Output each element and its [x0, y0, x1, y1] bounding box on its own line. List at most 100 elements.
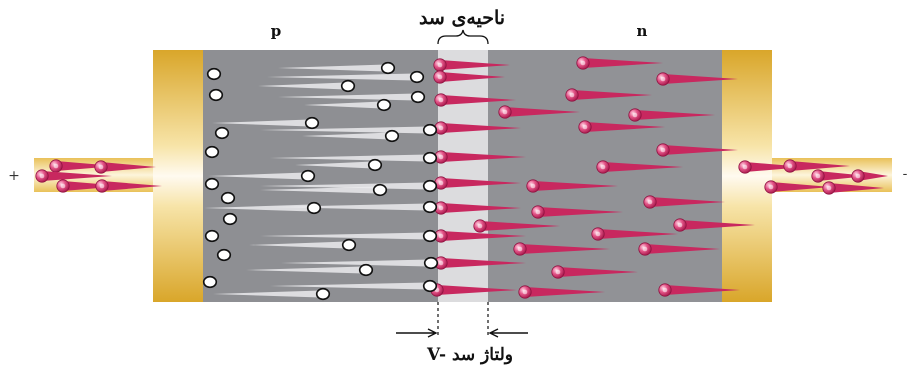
hole: [422, 279, 438, 293]
electron-trail: [663, 74, 738, 84]
hole: [422, 200, 438, 214]
electron-trail: [635, 110, 715, 120]
electron-trail: [538, 207, 623, 217]
voltage-symbol: V-: [426, 345, 446, 365]
depletion-region-label: ناحیه‌ی سد: [419, 7, 505, 29]
hole-trail: [302, 132, 390, 140]
right-arrow-icon: [488, 328, 528, 338]
barrier-voltage-label: V- ولتاژ سد: [426, 345, 513, 365]
hole-trail: [304, 101, 382, 109]
electron-trail: [102, 181, 162, 191]
electron-highlight: [600, 164, 606, 170]
hole: [214, 126, 230, 140]
left-contact: [153, 50, 203, 302]
electron-highlight: [39, 173, 45, 179]
electron-highlight: [535, 209, 541, 215]
hole: [422, 151, 438, 165]
electron-trail: [525, 287, 605, 297]
hole: [358, 263, 374, 277]
n-region-body: [488, 50, 722, 302]
electron-highlight: [530, 183, 536, 189]
electron-highlight: [569, 92, 575, 98]
hole-trail: [295, 161, 373, 169]
hole: [304, 116, 320, 130]
hole-trail: [267, 73, 415, 81]
hole: [206, 67, 222, 81]
electron-trail: [56, 161, 116, 171]
electron-trail: [533, 181, 618, 191]
electron-highlight: [438, 180, 444, 186]
electron-highlight: [677, 222, 683, 228]
electron-highlight: [647, 199, 653, 205]
electron-highlight: [787, 163, 793, 169]
hole: [220, 191, 236, 205]
hole: [376, 98, 392, 112]
hole: [384, 129, 400, 143]
hole-trail: [278, 93, 416, 101]
electron-highlight: [517, 246, 523, 252]
electron-trail: [790, 161, 850, 171]
hole: [410, 90, 426, 104]
hole-trail: [258, 82, 346, 90]
hole: [423, 256, 439, 270]
hole-trail: [260, 126, 428, 134]
electron-highlight: [642, 246, 648, 252]
hole: [300, 169, 316, 183]
electron-trail: [583, 58, 663, 68]
electron-trail: [745, 162, 805, 172]
right-contact: [722, 50, 772, 302]
electron-trail: [440, 60, 510, 70]
electron-trail: [441, 123, 521, 133]
electron-highlight: [438, 97, 444, 103]
hole: [380, 61, 396, 75]
hole: [372, 183, 388, 197]
hole-trail: [281, 259, 429, 267]
electron-trail: [771, 182, 831, 192]
hole: [202, 275, 218, 289]
hole-trail: [278, 64, 386, 72]
electron-highlight: [438, 154, 444, 160]
plus-terminal-label: +: [8, 168, 20, 184]
hole-trail: [270, 154, 428, 162]
electron-highlight: [768, 184, 774, 190]
minus-terminal-label: -: [903, 166, 908, 182]
hole: [208, 88, 224, 102]
hole: [204, 177, 220, 191]
electron-trail: [441, 203, 521, 213]
electron-highlight: [438, 233, 444, 239]
electron-trail: [42, 171, 112, 181]
hole-trail: [249, 241, 347, 249]
electron-trail: [645, 244, 720, 254]
hole: [409, 70, 425, 84]
electron-highlight: [437, 74, 443, 80]
electron-trail: [441, 152, 526, 162]
hole-trail: [208, 172, 306, 180]
electron-highlight: [582, 124, 588, 130]
electron-trail: [505, 107, 580, 117]
hole-trail: [260, 186, 378, 194]
left-arrow-icon: [396, 328, 438, 338]
electron-trail: [63, 181, 123, 191]
electron-trail: [437, 285, 517, 295]
electron-highlight: [60, 183, 66, 189]
electron-trail: [520, 244, 610, 254]
hole: [306, 201, 322, 215]
hole-trail: [213, 290, 321, 298]
hole: [422, 229, 438, 243]
electron-highlight: [660, 147, 666, 153]
p-region-label: p: [271, 22, 282, 40]
electron-trail: [441, 95, 516, 105]
electron-highlight: [522, 289, 528, 295]
electron-trail: [680, 220, 755, 230]
hole-trail: [246, 266, 364, 274]
holes: [202, 61, 439, 301]
hole: [367, 158, 383, 172]
electron-highlight: [438, 205, 444, 211]
electron-highlight: [742, 164, 748, 170]
electron-highlight: [477, 223, 483, 229]
hole-trail: [270, 203, 428, 211]
electron-trail: [663, 145, 738, 155]
electron-trail: [818, 171, 868, 181]
electron-highlight: [632, 112, 638, 118]
